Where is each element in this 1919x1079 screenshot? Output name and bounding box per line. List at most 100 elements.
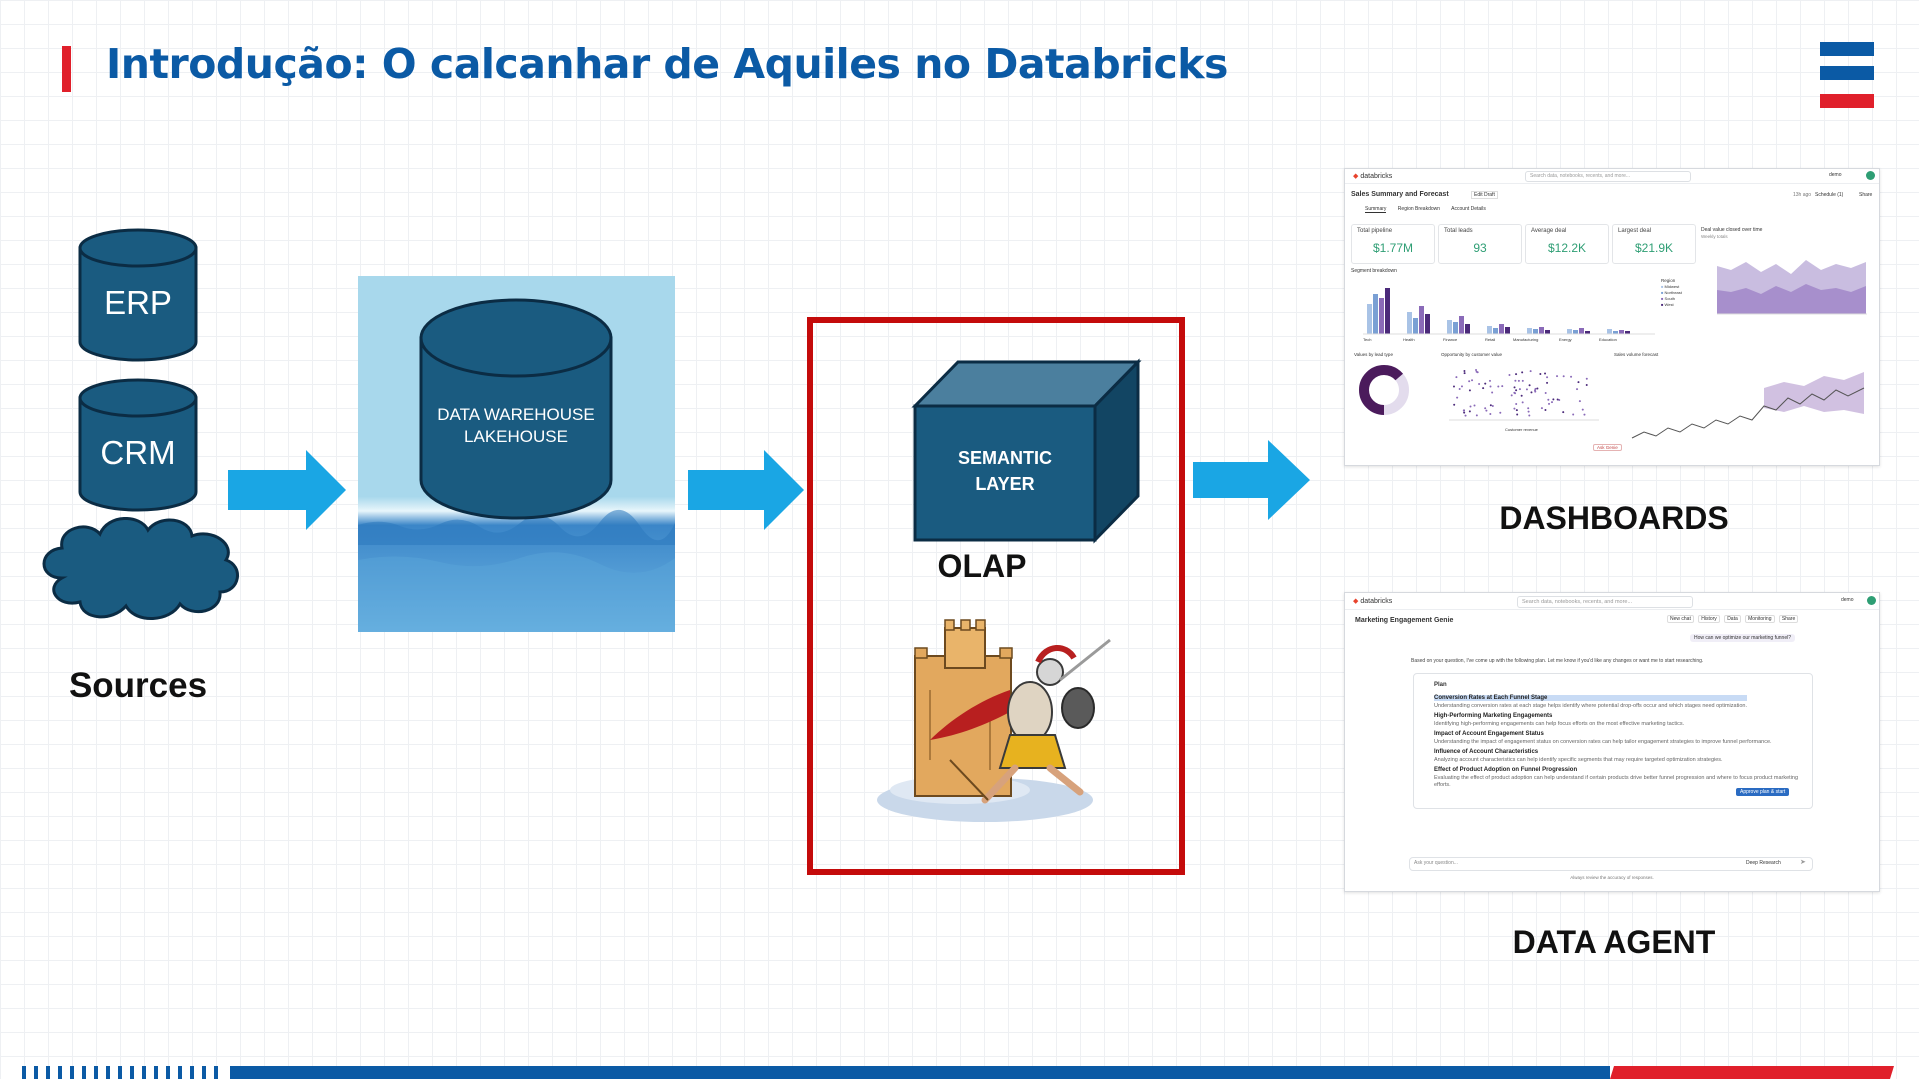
new-chat-button[interactable]: New chat	[1667, 615, 1694, 623]
scatter-point	[1581, 408, 1584, 411]
values-donut-chart	[1359, 365, 1409, 415]
agent-user-menu[interactable]: demo	[1841, 597, 1854, 603]
tab-region-breakdown[interactable]: Region Breakdown	[1397, 206, 1441, 212]
scatter-point	[1475, 370, 1478, 373]
user-avatar[interactable]	[1867, 596, 1876, 605]
segment-bar	[1573, 330, 1578, 334]
segment-bar	[1579, 328, 1584, 334]
send-icon[interactable]: ➤	[1800, 859, 1806, 866]
plan-item-title: Conversion Rates at Each Funnel Stage	[1434, 695, 1747, 701]
segment-bar	[1567, 329, 1572, 334]
plan-item-desc: Evaluating the effect of product adoptio…	[1434, 775, 1799, 788]
scatter-point	[1517, 379, 1520, 382]
scatter-point	[1546, 381, 1549, 384]
scatter-point	[1544, 391, 1547, 394]
segment-bar	[1545, 330, 1550, 334]
agent-title: Marketing Engagement Genie	[1355, 617, 1454, 624]
warehouse-label: DATA WAREHOUSE LAKEHOUSE	[421, 404, 611, 448]
scatter-point	[1556, 398, 1559, 401]
agent-brand: databricks	[1360, 598, 1393, 605]
scatter-point	[1458, 387, 1461, 390]
data-button[interactable]: Data	[1724, 615, 1741, 623]
scatter-point	[1562, 411, 1565, 414]
scatter-point	[1528, 414, 1531, 417]
scatter-point	[1527, 407, 1530, 410]
segment-bar	[1533, 329, 1538, 334]
plan-item-title: Influence of Account Characteristics	[1434, 749, 1539, 755]
user-question-bubble: How can we optimize our marketing funnel…	[1690, 634, 1795, 642]
scatter-point	[1499, 411, 1502, 414]
agent-intro-text: Based on your question, I've come up wit…	[1411, 658, 1704, 664]
share-button[interactable]: Share	[1859, 192, 1873, 198]
scatter-point	[1485, 409, 1488, 412]
scatter-point	[1491, 404, 1494, 407]
segment-bar	[1619, 330, 1624, 334]
scatter-point	[1550, 401, 1553, 404]
agent-question-input[interactable]: Ask your question... Deep Research ➤	[1409, 857, 1813, 871]
ask-genie-button[interactable]: Ask Genie	[1593, 444, 1622, 451]
dashboard-screenshot: ◆ databricks Search data, notebooks, rec…	[1344, 168, 1880, 466]
title-accent-bar	[62, 46, 71, 92]
history-button[interactable]: History	[1698, 615, 1720, 623]
scatter-point	[1576, 388, 1579, 391]
scatter-point	[1471, 379, 1474, 382]
scatter-point	[1529, 370, 1532, 373]
segment-bar	[1379, 298, 1384, 334]
segment-tick-label: Retail	[1485, 337, 1496, 342]
segment-bar	[1607, 329, 1612, 334]
scatter-point	[1501, 385, 1504, 388]
forecast-line-chart	[1631, 372, 1865, 439]
plan-item-title: Impact of Account Engagement Status	[1434, 731, 1544, 737]
plan-item: Impact of Account Engagement Status Unde…	[1434, 731, 1772, 745]
monitoring-button[interactable]: Monitoring	[1745, 615, 1775, 623]
segment-bars	[1367, 288, 1630, 334]
scatter-point	[1547, 398, 1550, 401]
scatter-point	[1456, 396, 1459, 399]
dashboard-search-input[interactable]: Search data, notebooks, recents, and mor…	[1525, 171, 1691, 182]
plan-item: Influence of Account Characteristics Ana…	[1434, 749, 1723, 763]
edit-draft-button[interactable]: Edit Draft	[1471, 191, 1498, 199]
plan-card: Plan Conversion Rates at Each Funnel Sta…	[1413, 673, 1813, 809]
scatter-point	[1513, 407, 1516, 410]
plan-item-desc: Analyzing account characteristics can he…	[1434, 757, 1723, 763]
agent-search-input[interactable]: Search data, notebooks, recents, and mor…	[1517, 596, 1693, 608]
approve-plan-button[interactable]: Approve plan & start	[1736, 788, 1790, 796]
scatter-point	[1521, 379, 1524, 382]
segment-axis-labels: Tech Health Finance Retail Manufacturing…	[1363, 337, 1653, 345]
kpi-value: $21.9K	[1634, 241, 1674, 255]
opportunity-chart-title: Opportunity by customer value	[1441, 352, 1503, 357]
scatter-point	[1521, 401, 1524, 404]
olap-label: OLAP	[937, 548, 1027, 584]
scatter-point	[1515, 373, 1518, 376]
share-button[interactable]: Share	[1778, 615, 1799, 623]
scatter-point	[1497, 385, 1500, 388]
dashboard-user-menu[interactable]: demo	[1829, 172, 1842, 178]
scatter-point	[1556, 375, 1559, 378]
kpi-largest-deal: Largest deal $21.9K	[1612, 224, 1696, 264]
segment-bar	[1447, 320, 1452, 334]
crm-database-icon	[78, 378, 198, 512]
deep-research-toggle[interactable]: Deep Research	[1746, 860, 1781, 866]
plan-title: Plan	[1434, 682, 1447, 688]
agent-toolbar: New chat History Data Monitoring Share	[1667, 615, 1799, 623]
region-legend: Region ■ Midwest ■ Northeast ■ South ■ W…	[1661, 278, 1682, 307]
dashboard-tabs: Summary Region Breakdown Account Details	[1365, 206, 1486, 213]
segment-bar	[1505, 327, 1510, 334]
scatter-point	[1540, 407, 1543, 410]
databricks-brand-icon: ◆	[1353, 173, 1359, 180]
scatter-points	[1452, 369, 1588, 417]
tab-account-details[interactable]: Account Details	[1451, 206, 1486, 212]
schedule-button[interactable]: Schedule (1)	[1815, 192, 1844, 198]
scatter-point	[1515, 389, 1518, 392]
segment-bar	[1385, 288, 1390, 334]
scatter-point	[1452, 385, 1455, 388]
segment-bar	[1453, 322, 1458, 334]
user-avatar[interactable]	[1866, 171, 1875, 180]
segment-bar	[1459, 316, 1464, 334]
question-placeholder: Ask your question...	[1414, 860, 1458, 866]
scatter-point	[1585, 383, 1588, 386]
segment-bar	[1367, 304, 1372, 334]
kpi-label: Total leads	[1444, 228, 1473, 234]
achilles-illustration	[877, 619, 1111, 822]
tab-summary[interactable]: Summary	[1365, 206, 1387, 213]
